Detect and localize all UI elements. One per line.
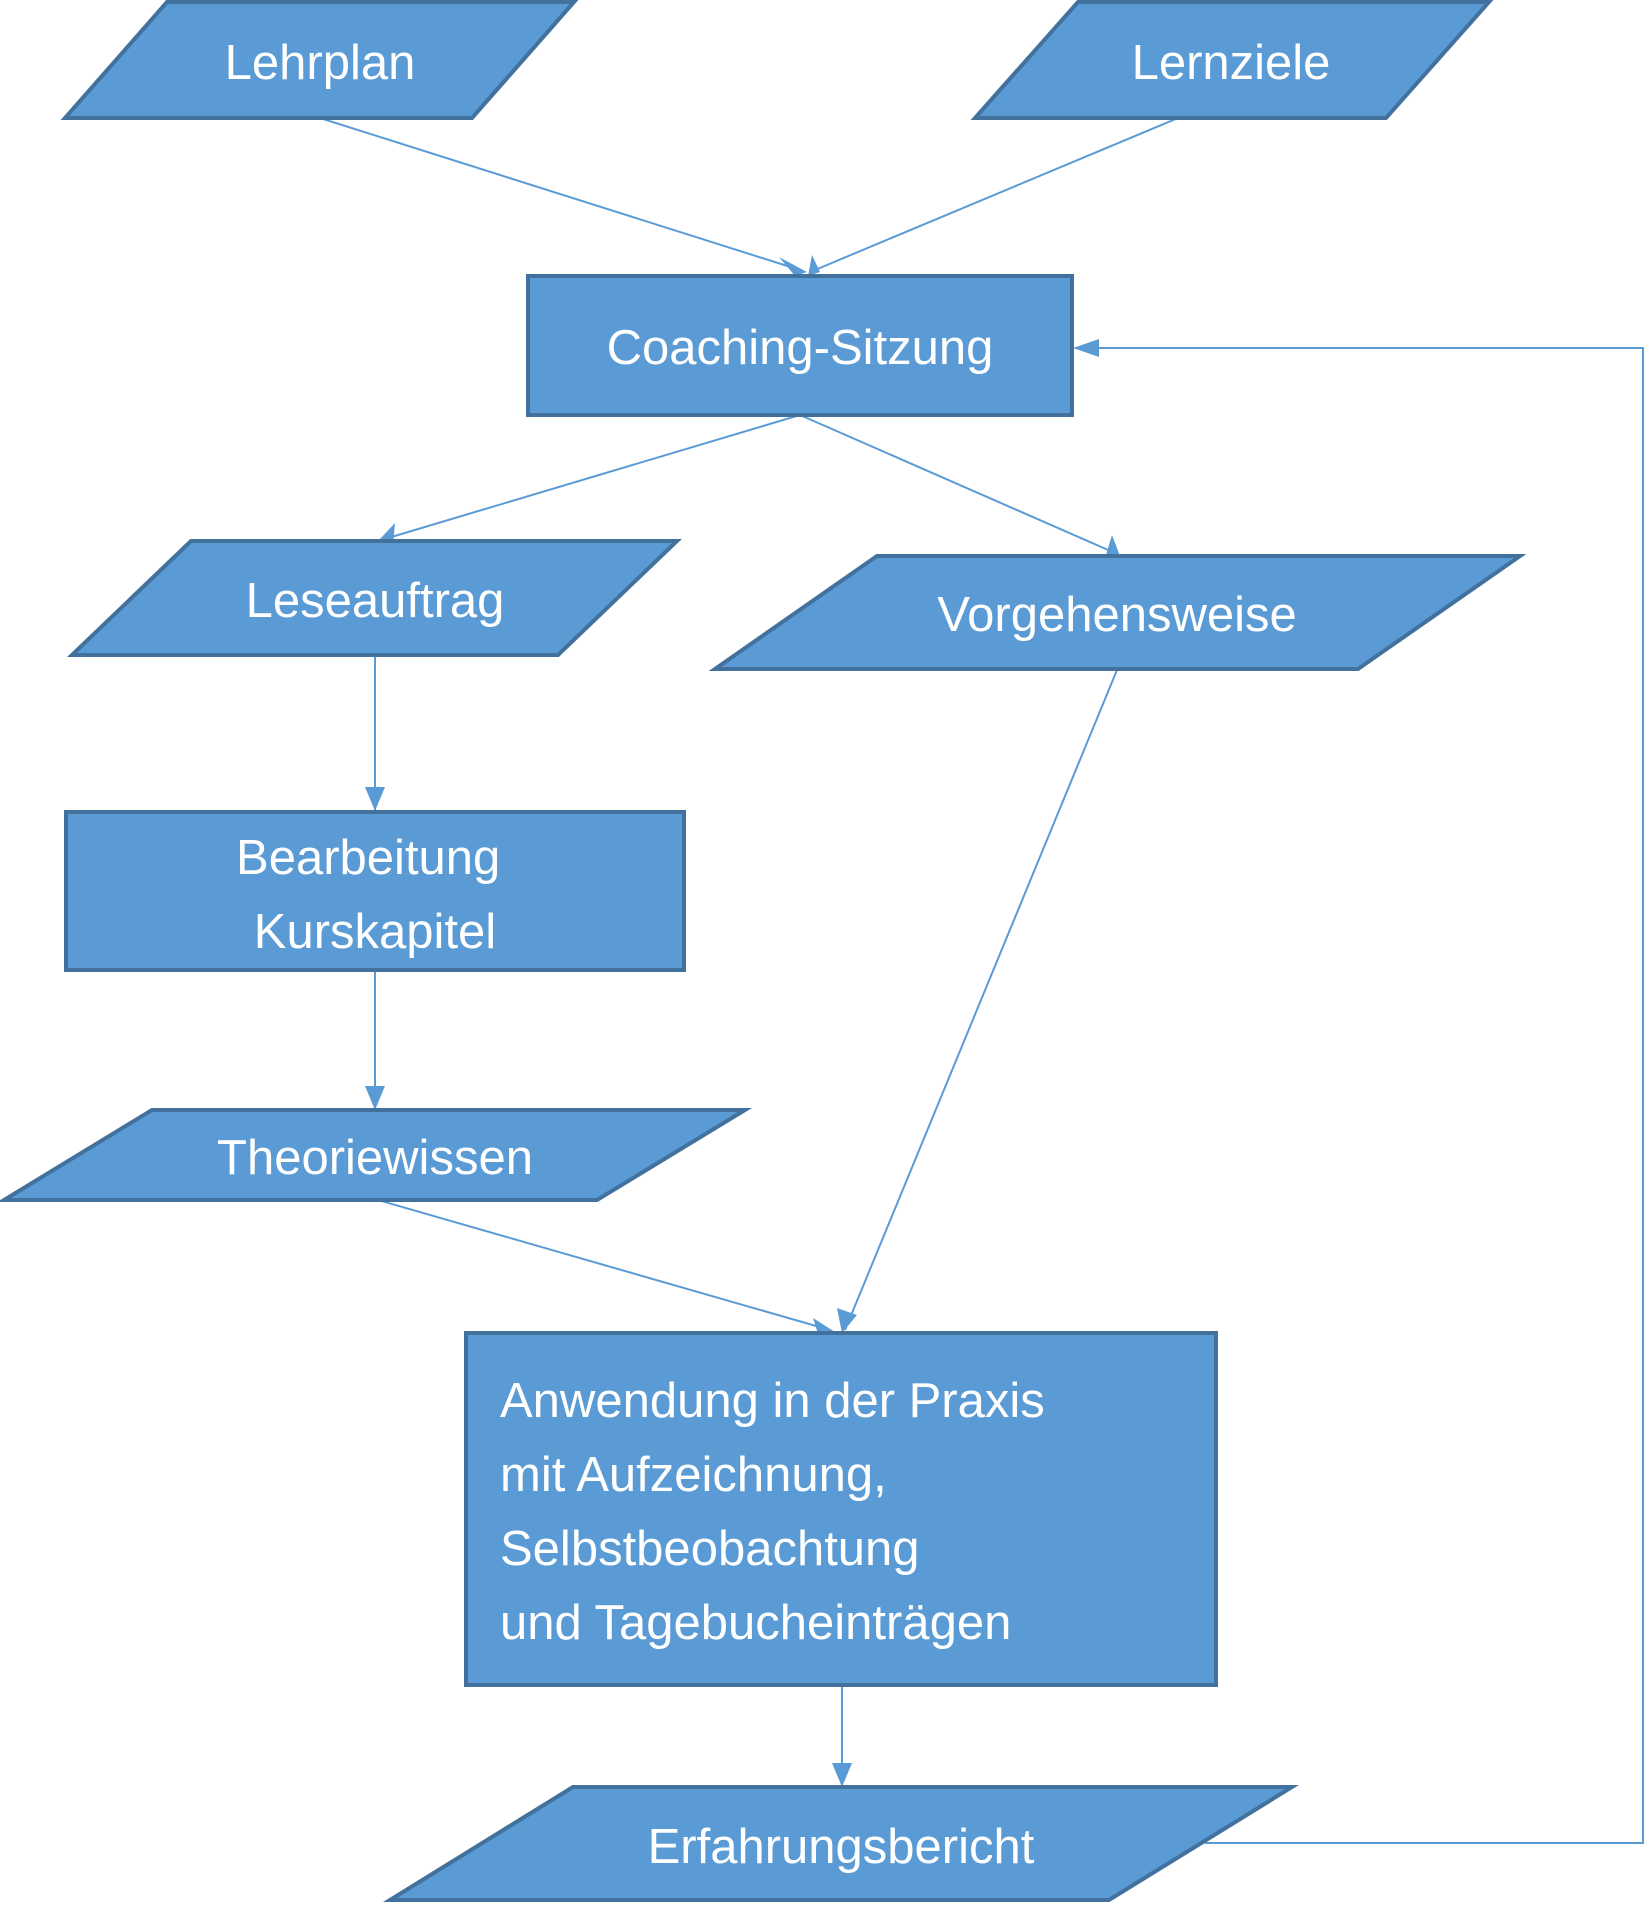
lehrplan-label: Lehrplan xyxy=(225,36,416,90)
arrowhead-bearbeitung-to-theoriewissen xyxy=(365,1086,385,1110)
edge-coaching-to-vorgehensweise xyxy=(799,414,1116,554)
arrowhead-lehrplan-to-coaching xyxy=(779,257,807,276)
edge-theoriewissen-to-anwendung xyxy=(377,1199,831,1331)
lernziele-label: Lernziele xyxy=(1132,36,1331,90)
label-line: Bearbeitung xyxy=(236,831,500,885)
label-line: Erfahrungsbericht xyxy=(648,1820,1035,1874)
leseauftrag-shape xyxy=(67,539,682,657)
label-line: mit Aufzeichnung, xyxy=(500,1448,887,1502)
arrowhead-anwendung-to-erfahrungsbericht xyxy=(832,1763,852,1787)
edge-lernziele-to-coaching xyxy=(814,117,1179,271)
anwendung-label: Anwendung in der Praxis mit Aufzeichnung… xyxy=(500,1374,1058,1650)
lehrplan-shape xyxy=(60,0,579,120)
label-line: Coaching-Sitzung xyxy=(607,321,994,375)
label-line: und Tagebucheinträgen xyxy=(500,1596,1011,1650)
edge-erfahrungsbericht-to-coaching xyxy=(1075,347,1644,1844)
theoriewissen-shape xyxy=(0,1108,753,1202)
label-line: Anwendung in der Praxis xyxy=(500,1374,1045,1428)
node-leseauftrag: Leseauftrag xyxy=(67,539,682,657)
node-coaching: Coaching-Sitzung xyxy=(526,274,1074,417)
vorgehensweise-label: Vorgehensweise xyxy=(937,588,1297,642)
label-line: Kurskapitel xyxy=(254,905,496,959)
node-theoriewissen: Theoriewissen xyxy=(0,1108,753,1202)
node-anwendung: Anwendung in der Praxis mit Aufzeichnung… xyxy=(464,1331,1218,1687)
erfahrungsbericht-label: Erfahrungsbericht xyxy=(648,1820,1035,1874)
arrowhead-vorgehensweise-to-anwendung xyxy=(837,1308,857,1333)
node-lernziele: Lernziele xyxy=(970,0,1494,120)
label-line: Leseauftrag xyxy=(246,574,505,628)
label-line: Selbstbeobachtung xyxy=(500,1522,920,1576)
bearbeitung-label: Bearbeitung Kurskapitel xyxy=(236,831,514,959)
connectors xyxy=(319,117,1644,1844)
arrowhead-leseauftrag-to-bearbeitung xyxy=(365,787,385,811)
edge-vorgehensweise-to-anwendung xyxy=(844,669,1118,1331)
coaching-shape xyxy=(526,274,1074,417)
label-line: Theoriewissen xyxy=(217,1131,533,1185)
label-line: Vorgehensweise xyxy=(937,588,1297,642)
node-lehrplan: Lehrplan xyxy=(60,0,579,120)
edge-coaching-to-leseauftrag xyxy=(387,414,801,539)
bearbeitung-shape xyxy=(64,810,686,972)
anwendung-shape xyxy=(464,1331,1218,1687)
arrowhead-coaching-to-vorgehensweise xyxy=(1105,535,1120,558)
node-vorgehensweise: Vorgehensweise xyxy=(708,554,1527,671)
leseauftrag-label: Leseauftrag xyxy=(246,574,505,628)
arrowhead-lernziele-to-coaching xyxy=(808,255,820,276)
erfahrungsbericht-shape xyxy=(382,1785,1300,1902)
theoriewissen-label: Theoriewissen xyxy=(217,1131,533,1185)
edge-lehrplan-to-coaching xyxy=(319,117,801,271)
vorgehensweise-shape xyxy=(708,554,1527,671)
node-bearbeitung: Bearbeitung Kurskapitel xyxy=(64,810,686,972)
coaching-label: Coaching-Sitzung xyxy=(607,321,994,375)
node-erfahrungsbericht: Erfahrungsbericht xyxy=(382,1785,1300,1902)
lernziele-shape xyxy=(970,0,1494,120)
label-line: Lehrplan xyxy=(225,36,416,90)
label-line: Lernziele xyxy=(1132,36,1331,90)
arrowhead-erfahrungsbericht-to-coaching xyxy=(1073,339,1099,357)
